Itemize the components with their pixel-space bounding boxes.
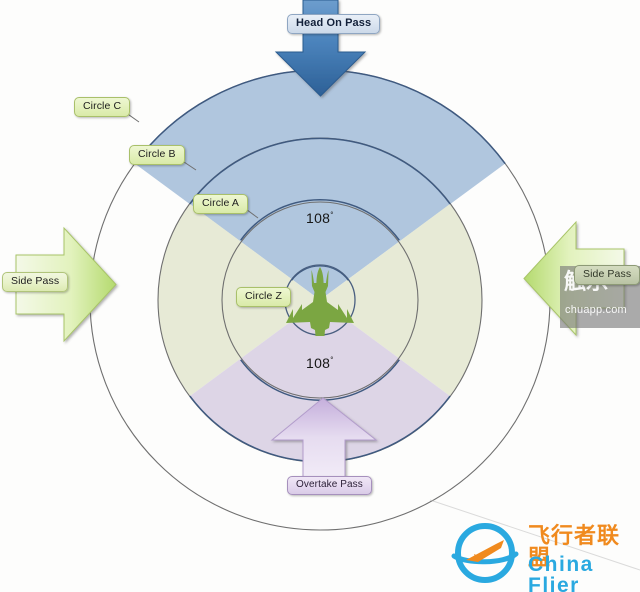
chinaflier-logo-en: China Flier — [528, 553, 594, 592]
circle-a-outline — [221, 201, 419, 399]
label-side-pass-left: Side Pass — [2, 272, 69, 292]
arc-a-headon — [240, 199, 400, 241]
scan-artifact-line — [429, 499, 640, 571]
angle-label-overtake: 108° — [306, 355, 334, 371]
chuapp-watermark-en: chuapp.com — [565, 304, 627, 316]
label-circle-b: Circle B — [129, 145, 185, 165]
label-circle-a: Circle A — [193, 194, 248, 214]
chinaflier-logo-cn: 飞行者联盟 — [528, 524, 621, 571]
arc-b-headon — [189, 137, 451, 205]
sector-head-on — [134, 70, 506, 300]
label-overtake-pass: Overtake Pass — [287, 476, 372, 495]
aircraft-icon — [286, 267, 354, 336]
chinaflier-logo-mark — [451, 522, 519, 584]
label-circle-z: Circle Z — [236, 287, 291, 307]
angle-label-head-on: 108° — [306, 210, 334, 226]
angle-bottom-value: 108 — [306, 355, 331, 371]
label-circle-c: Circle C — [74, 97, 131, 117]
angle-top-degree: ° — [330, 210, 334, 220]
arc-z-headon — [291, 265, 349, 281]
angle-bottom-degree: ° — [330, 355, 334, 365]
chinaflier-logo: 飞行者联盟 China Flier — [452, 516, 640, 592]
head-on-arrow — [274, 0, 367, 97]
label-head-on-pass: Head On Pass — [287, 14, 381, 34]
angle-top-value: 108 — [306, 210, 331, 226]
sector-side-right — [320, 203, 482, 397]
label-side-pass-right: Side Pass — [574, 265, 640, 285]
sector-overtake — [189, 300, 451, 462]
